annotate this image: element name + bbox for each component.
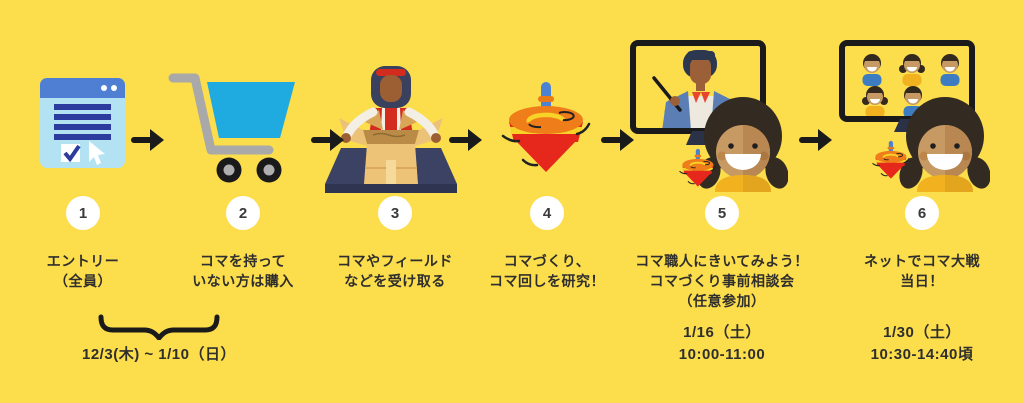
arrow-right-icon: [449, 127, 483, 153]
step-label-line: エントリー: [46, 253, 120, 269]
step-label-line: ネットでコマ大戦: [864, 253, 980, 269]
step-label: エントリー （全員）: [0, 251, 203, 291]
arrow-right-icon: [131, 127, 165, 153]
step-date-line: 10:00-11:00: [678, 346, 766, 363]
step-date-line: 1/16（土）: [683, 324, 761, 341]
step-number-badge: 6: [905, 196, 939, 230]
step-label-line: （全員）: [54, 273, 112, 289]
entry-period-label: 12/3(木) ~ 1/10（日）: [82, 346, 236, 363]
step-number-badge: 4: [530, 196, 564, 230]
step-label: ネットでコマ大戦 当日！: [802, 251, 1024, 291]
step-number-badge: 2: [226, 196, 260, 230]
arrow-right-icon: [799, 127, 833, 153]
online-battle-icon: [839, 40, 990, 192]
step-date-line: 10:30-14:40頃: [870, 346, 974, 363]
entry-form-icon: [40, 78, 125, 168]
step-label-line: （任意参加）: [678, 293, 766, 309]
step-date-line: 1/30（土）: [883, 324, 961, 341]
step-date: 1/30（土） 10:30-14:40頃: [802, 322, 1024, 366]
step-label-line: コマづくり事前相談会: [649, 273, 795, 289]
step-label-line: などを受け取る: [344, 273, 446, 289]
step-label-line: コマ回しを研究！: [489, 273, 605, 289]
receive-package-icon: [325, 66, 457, 193]
step-date: 1/16（土） 10:00-11:00: [602, 322, 842, 366]
step-label-line: コマを持って: [199, 253, 287, 269]
entry-period-brace-icon: [98, 314, 220, 340]
step-number-badge: 1: [66, 196, 100, 230]
step-label: コマやフィールド などを受け取る: [275, 251, 515, 291]
step-label: コマ職人にきいてみよう！ コマづくり事前相談会 （任意参加）: [602, 251, 842, 311]
step-label-line: コマやフィールド: [337, 253, 453, 269]
step-label: コマを持って いない方は購入: [123, 251, 363, 291]
step-label-line: コマづくり、: [503, 253, 591, 269]
step-label: コマづくり、 コマ回しを研究！: [427, 251, 667, 291]
shopping-cart-icon: [168, 73, 295, 183]
spinning-top-icon: [501, 80, 591, 175]
step-number-badge: 3: [378, 196, 412, 230]
online-consultation-icon: [630, 40, 788, 192]
step-label-line: コマ職人にきいてみよう！: [635, 253, 809, 269]
step-label-line: 当日！: [900, 273, 944, 289]
arrow-right-icon: [601, 127, 635, 153]
step-number-badge: 5: [705, 196, 739, 230]
arrow-right-icon: [311, 127, 345, 153]
step-label-line: いない方は購入: [192, 273, 294, 289]
